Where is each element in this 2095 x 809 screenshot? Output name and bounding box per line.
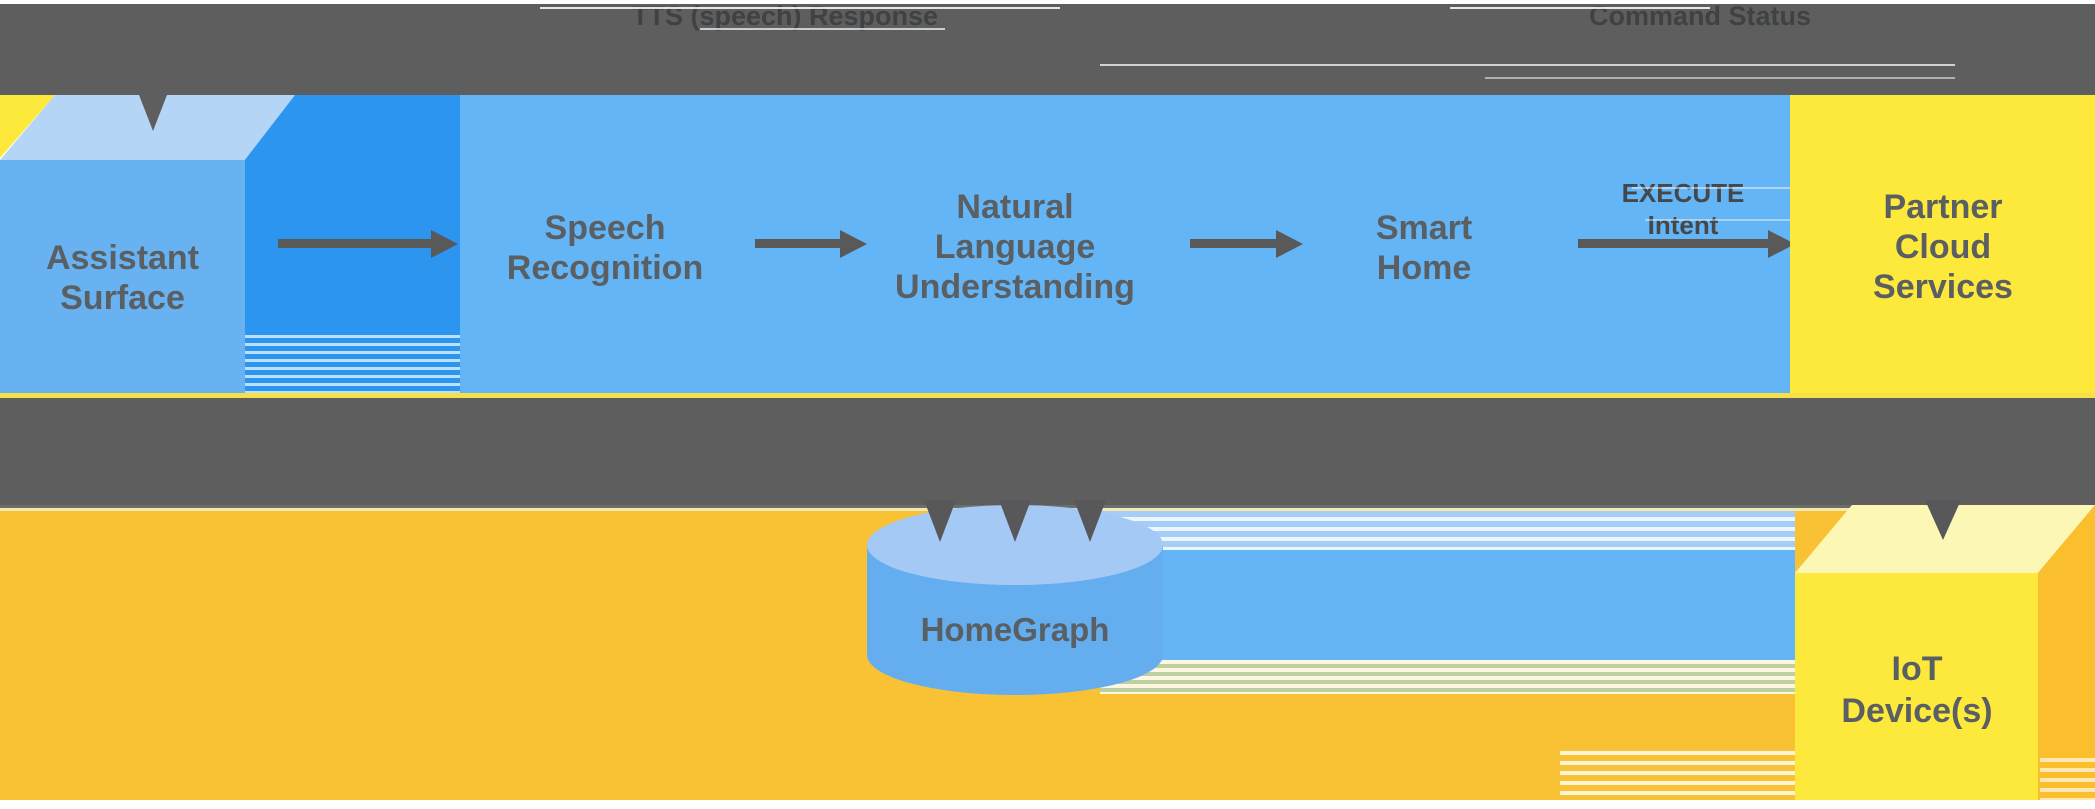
scanline <box>1645 219 1793 221</box>
yellow-separator <box>0 393 2095 398</box>
arrow-assistant-to-speech <box>278 239 431 248</box>
assistant-surface-label: Assistant Surface <box>45 239 200 317</box>
scanline <box>1632 187 1792 189</box>
transition-stripes <box>2040 752 2095 800</box>
arrow-speech-to-nlu <box>755 239 840 248</box>
top-request-band <box>0 4 2095 95</box>
arrowhead <box>431 230 458 258</box>
transition-stripes <box>1100 511 1795 550</box>
scanline <box>700 28 945 30</box>
scanline <box>1485 77 1955 79</box>
middle-response-band <box>0 398 2095 505</box>
assistant-surface-box-front <box>0 160 245 393</box>
execute-intent-label: EXECUTE Intent <box>1621 178 1745 240</box>
bottom-margin <box>0 800 2095 809</box>
speech-recognition-label: Speech Recognition <box>506 209 704 287</box>
arrow-into-assistant <box>139 95 167 131</box>
transition-stripes <box>245 330 460 393</box>
command-status-text: Command Status <box>1588 1 1812 31</box>
command-status-label: Command Status <box>1480 1 1920 31</box>
arrow-into-homegraph <box>999 500 1031 542</box>
tts-response-text: TTS (speech) Response <box>631 1 939 31</box>
arrowhead <box>1276 230 1303 258</box>
arrow-nlu-to-smart-home <box>1190 239 1276 248</box>
nlu-label: Natural Language Understanding <box>895 188 1135 306</box>
scanline <box>1450 7 1710 9</box>
iot-device-box-front <box>1795 573 2038 800</box>
homegraph-cylinder-bottom <box>867 615 1163 695</box>
sliding-blue-panel <box>1100 550 1795 660</box>
tts-response-label: TTS (speech) Response <box>560 1 1010 31</box>
arrow-into-homegraph <box>924 500 956 542</box>
smart-home-label: Smart Home <box>1375 209 1473 287</box>
partner-cloud-box <box>1790 95 2095 393</box>
scanline <box>540 7 1060 9</box>
arrowhead <box>840 230 867 258</box>
arrow-into-homegraph <box>1074 500 1106 542</box>
partner-cloud-label: Partner Cloud Services <box>1873 188 2013 306</box>
scanline <box>1100 64 1955 66</box>
iot-device-label: IoT Device(s) <box>1841 650 1993 730</box>
homegraph-label: HomeGraph <box>920 611 1110 648</box>
assistant-pipeline-panel <box>460 95 1790 393</box>
transition-stripes <box>1560 745 1795 800</box>
transition-stripes <box>1100 660 1795 694</box>
arrow-smart-home-to-partner <box>1578 239 1768 248</box>
arrow-into-iot-device <box>1925 500 1961 540</box>
